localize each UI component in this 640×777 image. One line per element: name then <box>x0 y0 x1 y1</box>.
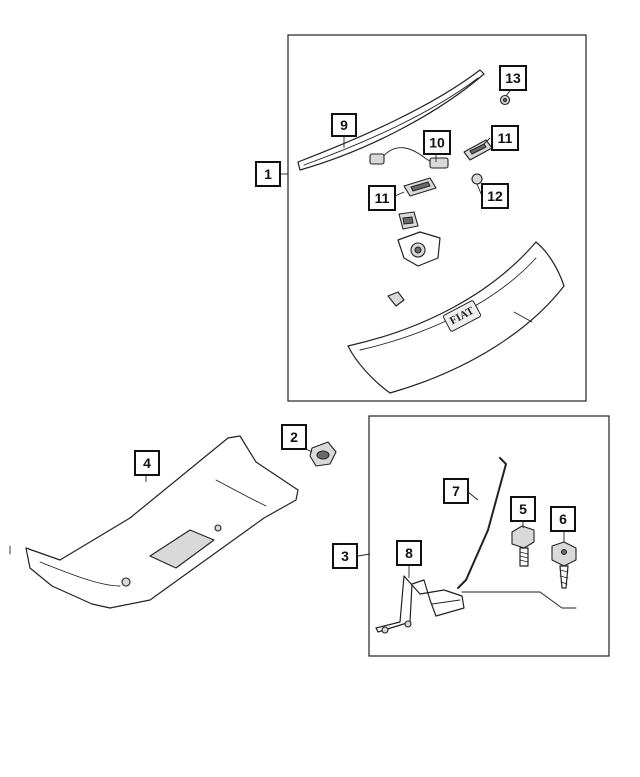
callout-9: 9 <box>331 113 357 137</box>
part-6-screw <box>551 541 577 589</box>
liftgate-trim-panel: FIAT <box>347 241 565 394</box>
part-4-cargo-tray <box>25 435 299 609</box>
callout-3: 3 <box>332 543 358 569</box>
part-11-lamp-left <box>403 177 437 197</box>
callout-11-upper: 11 <box>491 125 519 151</box>
svg-text:6: 6 <box>559 511 567 527</box>
callout-7: 7 <box>443 478 469 504</box>
svg-text:9: 9 <box>340 117 348 133</box>
callout-12: 12 <box>481 183 509 209</box>
svg-text:11: 11 <box>498 130 513 146</box>
svg-text:11: 11 <box>375 190 390 206</box>
callout-2: 2 <box>281 424 307 450</box>
callout-13: 13 <box>499 65 527 91</box>
clip-fastener <box>387 291 405 307</box>
svg-text:7: 7 <box>452 483 460 499</box>
assembly-3-frame <box>368 415 610 657</box>
callout-10: 10 <box>423 130 451 155</box>
svg-text:13: 13 <box>505 70 521 86</box>
svg-text:4: 4 <box>143 455 151 471</box>
svg-text:2: 2 <box>290 429 298 445</box>
callout-1: 1 <box>255 161 281 187</box>
svg-text:3: 3 <box>341 548 349 564</box>
liftgate-latch-bracket <box>397 231 441 267</box>
callout-8: 8 <box>396 540 422 566</box>
part-9-spoiler-strip <box>297 69 485 171</box>
part-11-lamp-right <box>463 139 493 161</box>
part-2-nut <box>309 441 337 467</box>
svg-text:1: 1 <box>264 166 272 182</box>
callout-11-lower: 11 <box>368 185 396 211</box>
callout-6: 6 <box>550 506 576 532</box>
svg-text:8: 8 <box>405 545 413 561</box>
svg-text:10: 10 <box>429 135 445 151</box>
part-7-rod <box>457 457 508 589</box>
part-13-grommet <box>499 94 511 106</box>
part-12-plug <box>471 173 483 185</box>
part-5-bolt <box>511 525 535 567</box>
callout-4: 4 <box>134 450 160 476</box>
callout-5: 5 <box>510 496 536 522</box>
mount-edge-line <box>461 591 577 609</box>
svg-text:5: 5 <box>519 501 527 517</box>
svg-text:12: 12 <box>487 188 503 204</box>
assembly-1-frame <box>287 34 587 402</box>
part-10-wiring-harness <box>369 147 449 169</box>
fiat-logo-badge: FIAT <box>442 300 482 332</box>
part-8-striker-bracket <box>375 575 465 634</box>
liftgate-camera-part <box>398 211 419 230</box>
